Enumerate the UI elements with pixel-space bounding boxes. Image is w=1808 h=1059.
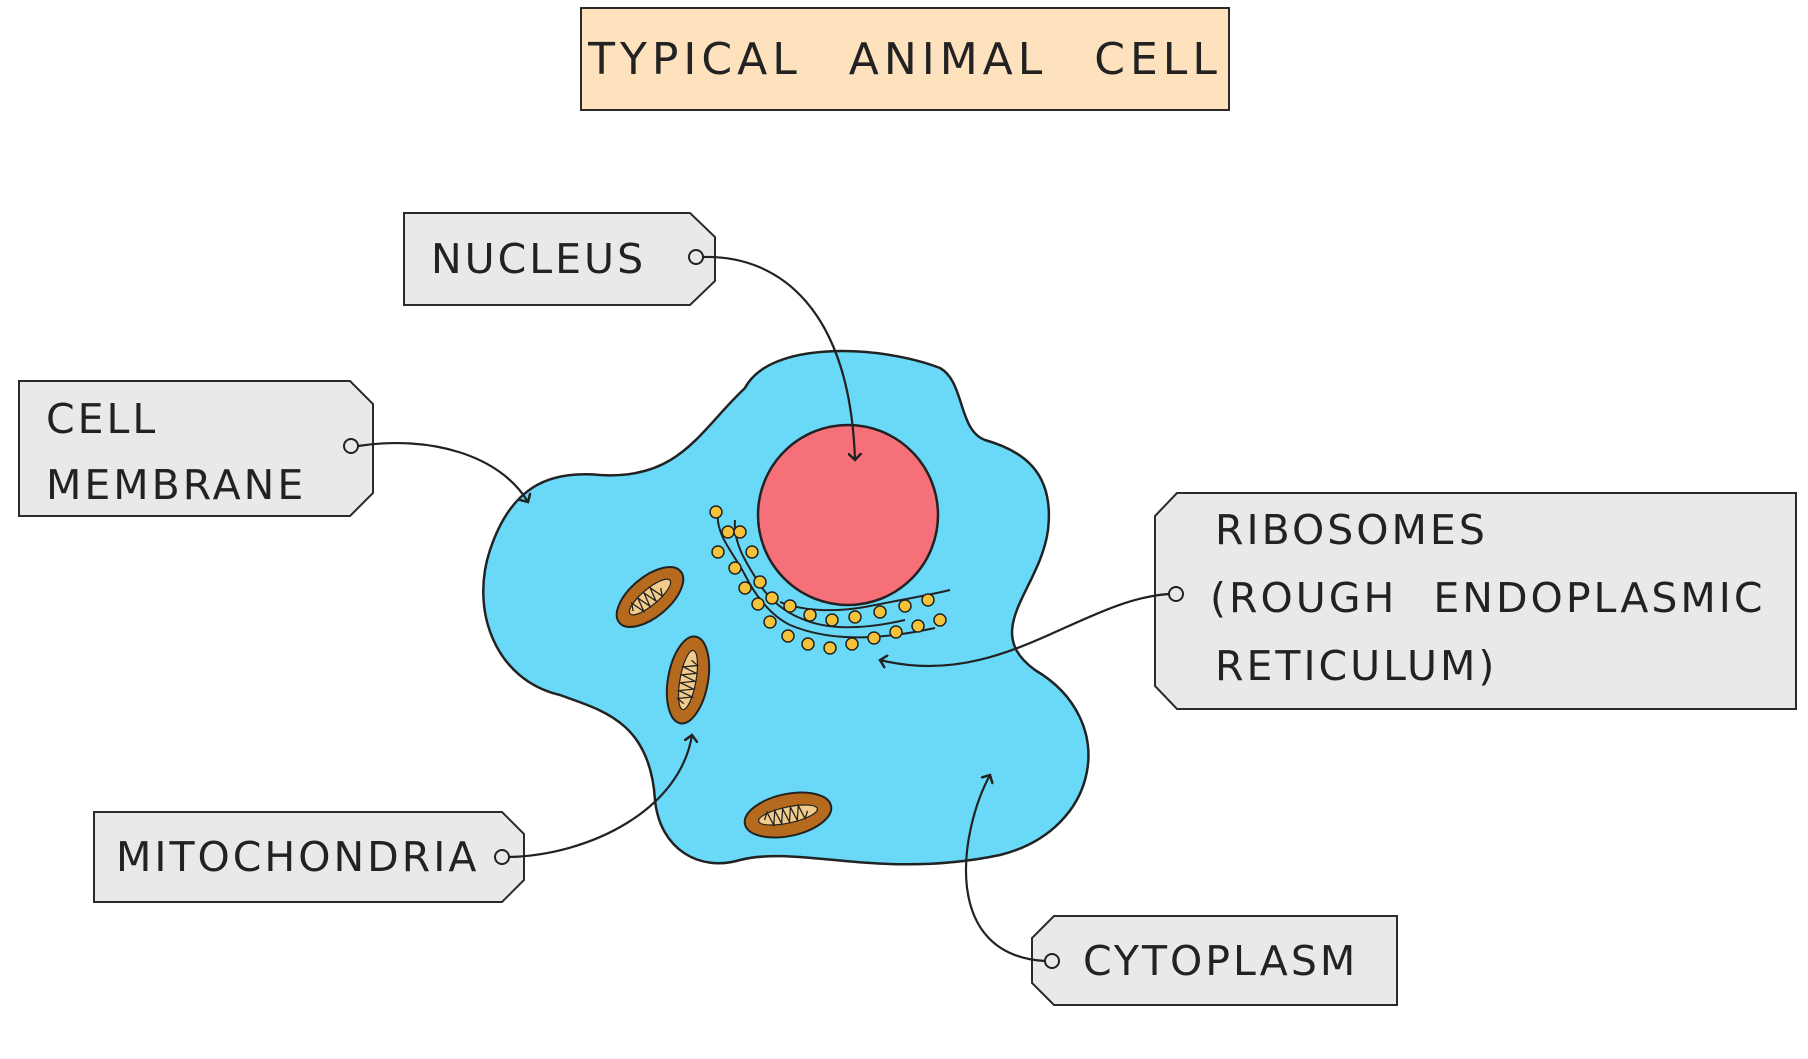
mitochondria-tag — [93, 811, 525, 903]
label-ribosomes-line1: RIBOSOMES — [1215, 506, 1488, 554]
pointer-mitochondria — [494, 735, 692, 865]
nucleus-tag — [403, 212, 716, 306]
pointer-nucleus — [688, 249, 855, 460]
mitochondrion-2 — [665, 635, 711, 725]
nucleus — [756, 423, 940, 607]
pointer-cell-membrane — [343, 438, 528, 502]
title-box: TYPICAL ANIMAL CELL — [580, 7, 1230, 111]
label-cell-membrane-line1: CELL — [46, 395, 159, 443]
mitochondrion-1 — [615, 566, 685, 628]
label-cell-membrane-line2: MEMBRANE — [46, 461, 307, 509]
mitochondrion-3 — [743, 791, 833, 839]
label-cytoplasm: CYTOPLASM — [1083, 937, 1359, 985]
label-ribosomes-line2: (ROUGH ENDOPLASMIC — [1210, 574, 1766, 622]
label-ribosomes-line3: RETICULUM) — [1215, 642, 1498, 690]
ribosomes-tag — [1154, 492, 1797, 710]
ribosomes — [709, 505, 947, 655]
cytoplasm-tag — [1031, 915, 1398, 1006]
label-nucleus: NUCLEUS — [431, 235, 647, 283]
pointer-cytoplasm — [964, 775, 1060, 969]
cell-membrane-tag — [18, 380, 374, 517]
diagram-title: TYPICAL ANIMAL CELL — [588, 33, 1222, 85]
label-mitochondria: MITOCHONDRIA — [116, 833, 480, 881]
pointer-ribosomes — [880, 586, 1184, 666]
